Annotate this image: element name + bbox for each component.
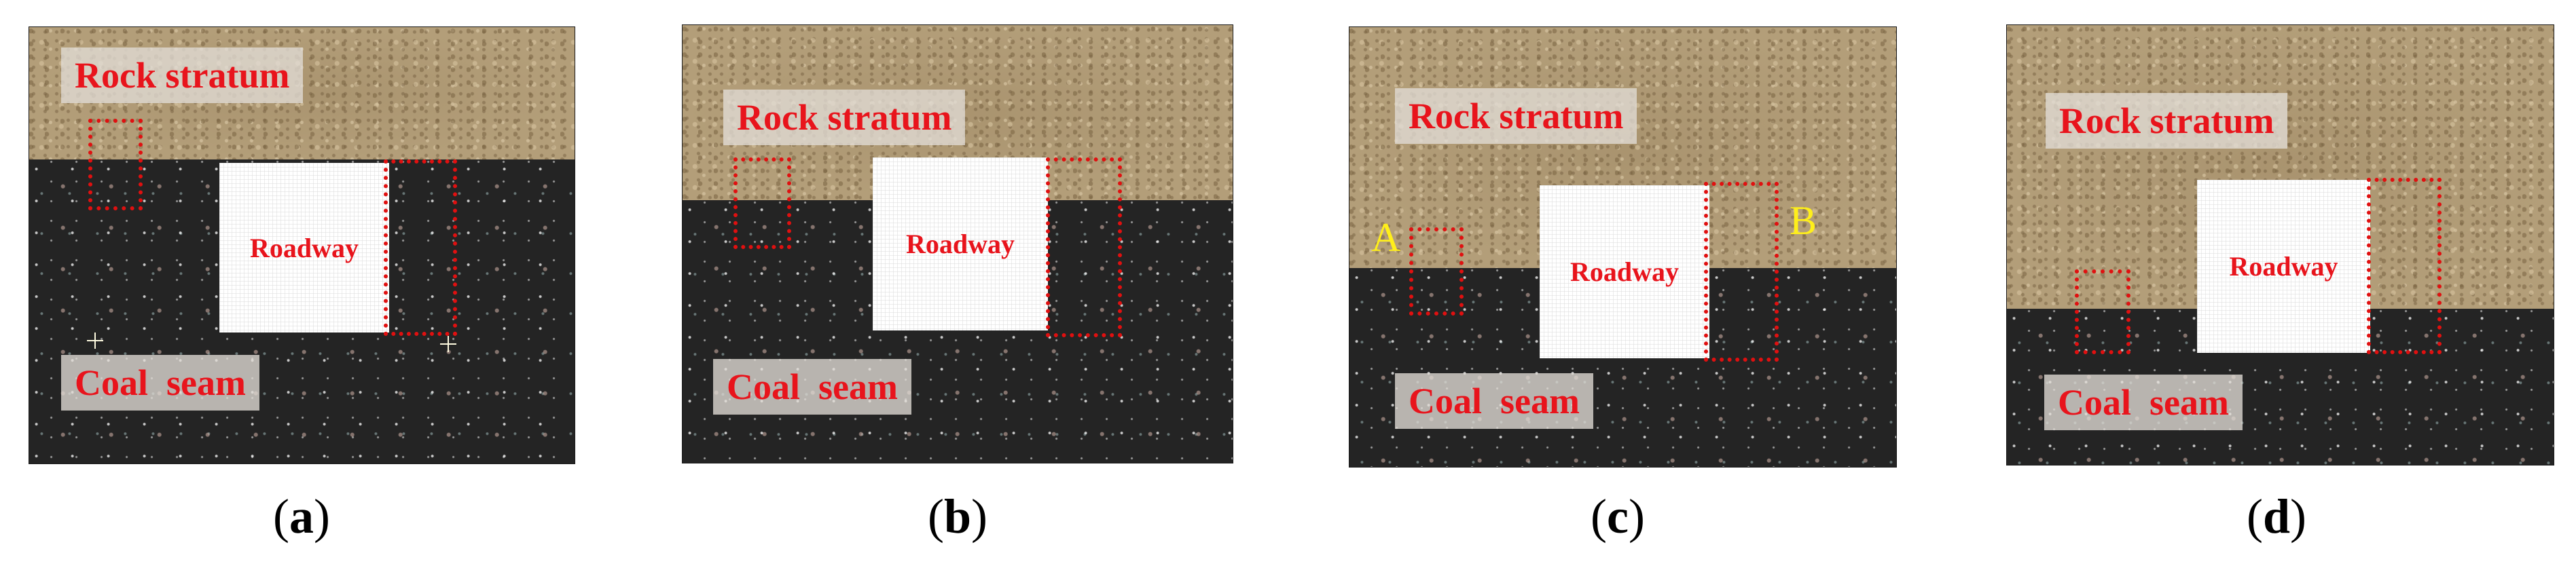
coal-seam-label: Coal seam — [1395, 373, 1593, 429]
roadway: Roadway — [2197, 180, 2370, 353]
coal-seam-label: Coal seam — [2044, 375, 2243, 430]
rock-stratum-label: Rock stratum — [61, 48, 304, 103]
rock-stratum-label: Rock stratum — [2046, 93, 2288, 149]
panel-d: Rock stratum Roadway Coal seam — [2007, 25, 2554, 465]
panel-a: Rock stratum Roadway Coal seam — [29, 27, 575, 463]
coal-seam-layer — [683, 200, 1233, 463]
coal-seam-layer — [1349, 268, 1896, 467]
right-dotted-box — [2367, 178, 2442, 354]
caption-a: (a) — [273, 489, 330, 544]
dotted-box-b — [1704, 182, 1779, 362]
left-dotted-box — [2075, 269, 2130, 354]
roadway-label: Roadway — [1570, 256, 1680, 287]
roadway-label: Roadway — [2229, 251, 2338, 282]
right-dotted-box — [1046, 157, 1122, 337]
coal-seam-label: Coal seam — [61, 355, 259, 411]
left-dotted-box — [88, 119, 143, 210]
panel-c: Rock stratum Roadway A B Coal seam — [1349, 27, 1896, 467]
dotted-box-a — [1409, 227, 1464, 316]
rock-stratum-label: Rock stratum — [723, 90, 966, 145]
rock-stratum-label: Rock stratum — [1395, 88, 1637, 144]
coal-seam-layer — [2007, 309, 2554, 465]
coal-seam-label: Coal seam — [713, 359, 911, 415]
caption-b: (b) — [927, 489, 987, 544]
sparkle-icon — [440, 336, 456, 352]
marker-a: A — [1371, 215, 1401, 260]
left-dotted-box — [733, 157, 791, 249]
panel-b: Rock stratum Roadway Coal seam — [683, 25, 1233, 463]
caption-d: (d) — [2246, 489, 2306, 544]
roadway: Roadway — [1540, 185, 1709, 358]
roadway: Roadway — [873, 157, 1048, 330]
sparkle-icon — [87, 332, 103, 349]
marker-b: B — [1790, 198, 1817, 243]
roadway-label: Roadway — [249, 232, 359, 263]
roadway-label: Roadway — [905, 229, 1015, 259]
caption-c: (c) — [1591, 489, 1645, 544]
right-dotted-box — [384, 159, 457, 336]
roadway: Roadway — [219, 163, 389, 332]
